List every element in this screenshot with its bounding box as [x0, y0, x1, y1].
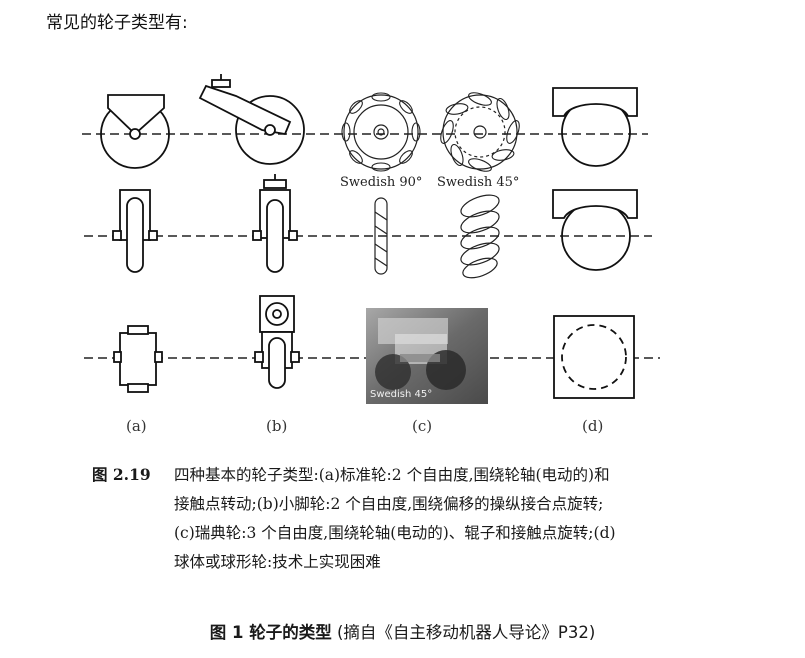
photo-label: Swedish 45° — [370, 389, 432, 400]
caption-line: 球体或球形轮:技术上实现困难 — [174, 553, 381, 571]
swedish-wheel-photo: Swedish 45° — [366, 308, 488, 404]
standard-wheel-side — [100, 94, 170, 169]
standard-wheel-front — [112, 189, 158, 273]
castor-wheel-side — [198, 74, 305, 165]
swedish-45-wheel — [440, 92, 520, 172]
castor-wheel-top — [254, 295, 300, 389]
castor-wheel-front — [252, 174, 298, 273]
swedish-45-label: Swedish 45° — [437, 175, 519, 190]
caption-line: 接触点转动;(b)小脚轮:2 个自由度,围绕偏移的操纵接合点旋转; — [174, 495, 604, 513]
caption-line: (c)瑞典轮:3 个自由度,围绕轮轴(电动的)、辊子和接触点旋转;(d) — [174, 524, 616, 542]
wheel-types-figure: Swedish 90° Swedish 45° — [82, 74, 660, 435]
swedish-90-front — [374, 197, 388, 275]
column-label-a: (a) — [126, 417, 147, 435]
column-label-c: (c) — [412, 417, 432, 435]
heading: 常见的轮子类型有: — [46, 13, 188, 33]
figure-title-source: (摘自《自主移动机器人导论》P32) — [336, 623, 596, 642]
figure-title: 图 1 轮子的类型 (摘自《自主移动机器人导论》P32) — [0, 619, 805, 643]
caption-number: 图 2.19 — [92, 465, 151, 484]
figure-caption: 图 2.19 四种基本的轮子类型:(a)标准轮:2 个自由度,围绕轮轴(电动的)和… — [92, 460, 732, 577]
column-label-b: (b) — [266, 417, 287, 435]
swedish-45-front — [460, 194, 500, 279]
column-label-d: (d) — [582, 417, 603, 435]
swedish-90-wheel — [341, 92, 421, 172]
ball-wheel-top — [553, 315, 635, 399]
figure-title-label: 图 1 轮子的类型 — [209, 623, 332, 642]
caption-line: 四种基本的轮子类型:(a)标准轮:2 个自由度,围绕轮轴(电动的)和 — [174, 466, 610, 484]
ball-wheel-side — [552, 87, 638, 167]
ball-wheel-front — [552, 189, 638, 271]
swedish-90-label: Swedish 90° — [340, 175, 422, 190]
standard-wheel-top — [113, 325, 163, 393]
